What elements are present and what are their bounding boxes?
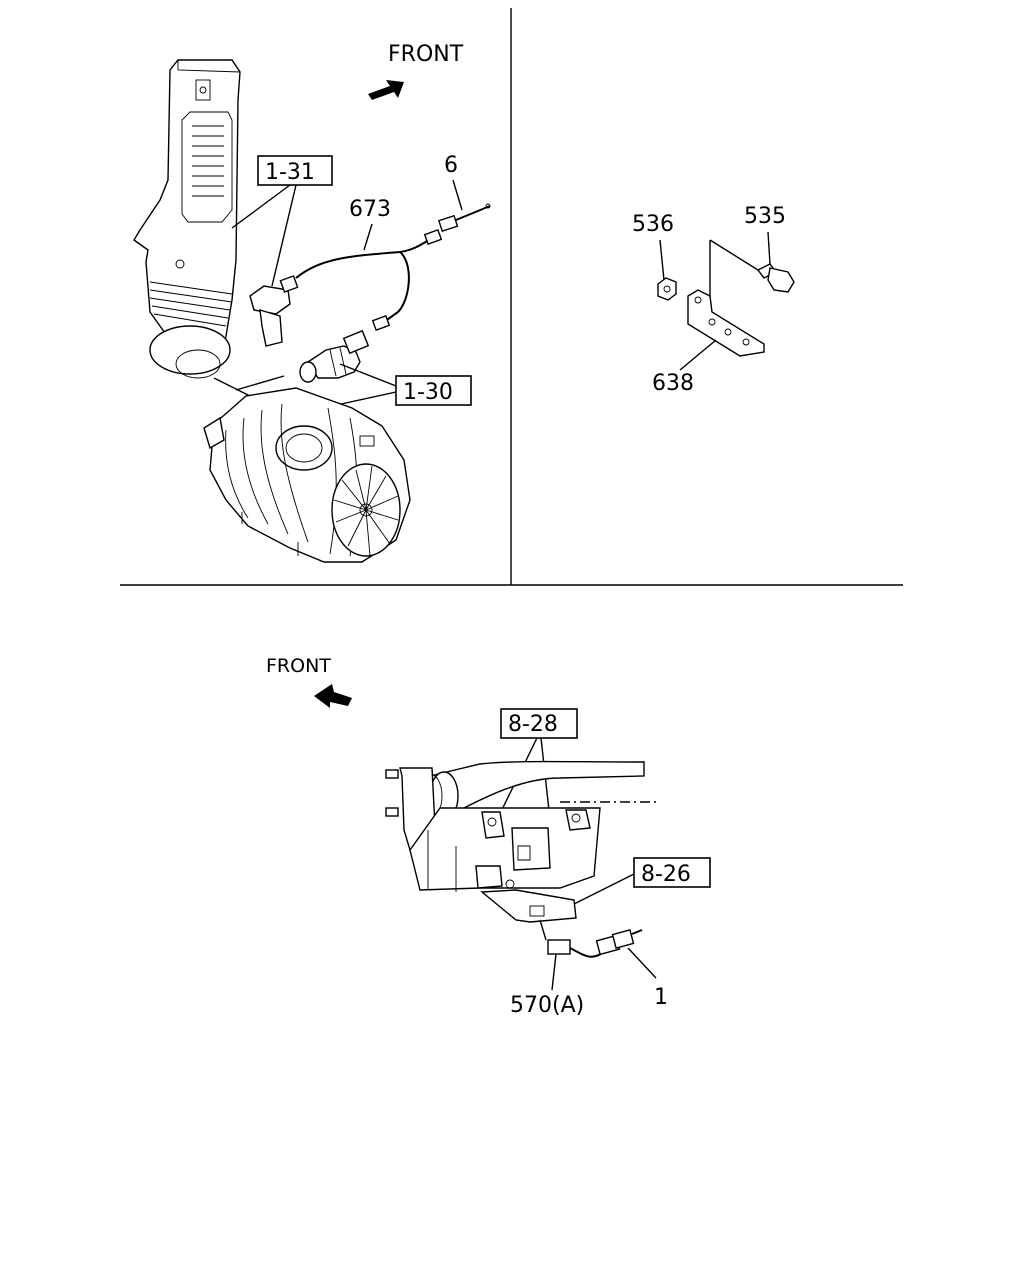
top-right-panel: 536 535 638 (632, 204, 795, 396)
intake-duct (133, 59, 241, 379)
front-arrow-bottom-icon (314, 684, 352, 708)
ref-box-8-28 (500, 708, 578, 739)
sensor-1-30 (299, 329, 370, 383)
ref-box-1-31 (257, 155, 333, 186)
harness-1 (539, 919, 643, 958)
part-6-label: 6 (444, 153, 458, 178)
part-638-label: 638 (652, 371, 694, 396)
top-left-panel: FRONT 1-31 673 (133, 42, 491, 563)
part-536-label: 536 (632, 212, 674, 237)
throttle-assembly (385, 760, 656, 923)
front-label-bottom: FRONT (266, 655, 331, 677)
ref-1-30-label: 1-30 (403, 380, 453, 405)
ref-8-28-label: 8-28 (508, 712, 558, 737)
connector-6 (437, 203, 491, 233)
bolt-535 (709, 239, 795, 293)
bracket-638 (687, 240, 765, 357)
part-570a-label: 570(A) (510, 993, 584, 1018)
ref-box-1-30 (395, 375, 472, 406)
air-cleaner (203, 387, 411, 563)
ref-8-26-label: 8-26 (641, 862, 691, 887)
ref-1-31-label: 1-31 (265, 160, 315, 185)
harness-673 (295, 237, 433, 279)
part-673-label: 673 (349, 197, 391, 222)
front-arrow-top-icon (368, 80, 404, 100)
bottom-panel: FRONT 8-28 8-2 (266, 655, 711, 1018)
front-label-top: FRONT (388, 42, 464, 67)
part-535-label: 535 (744, 204, 786, 229)
ref-box-8-26 (633, 857, 711, 888)
part-1-label: 1 (654, 985, 668, 1010)
nut-536 (657, 277, 677, 301)
sensor-1-31 (249, 275, 299, 347)
